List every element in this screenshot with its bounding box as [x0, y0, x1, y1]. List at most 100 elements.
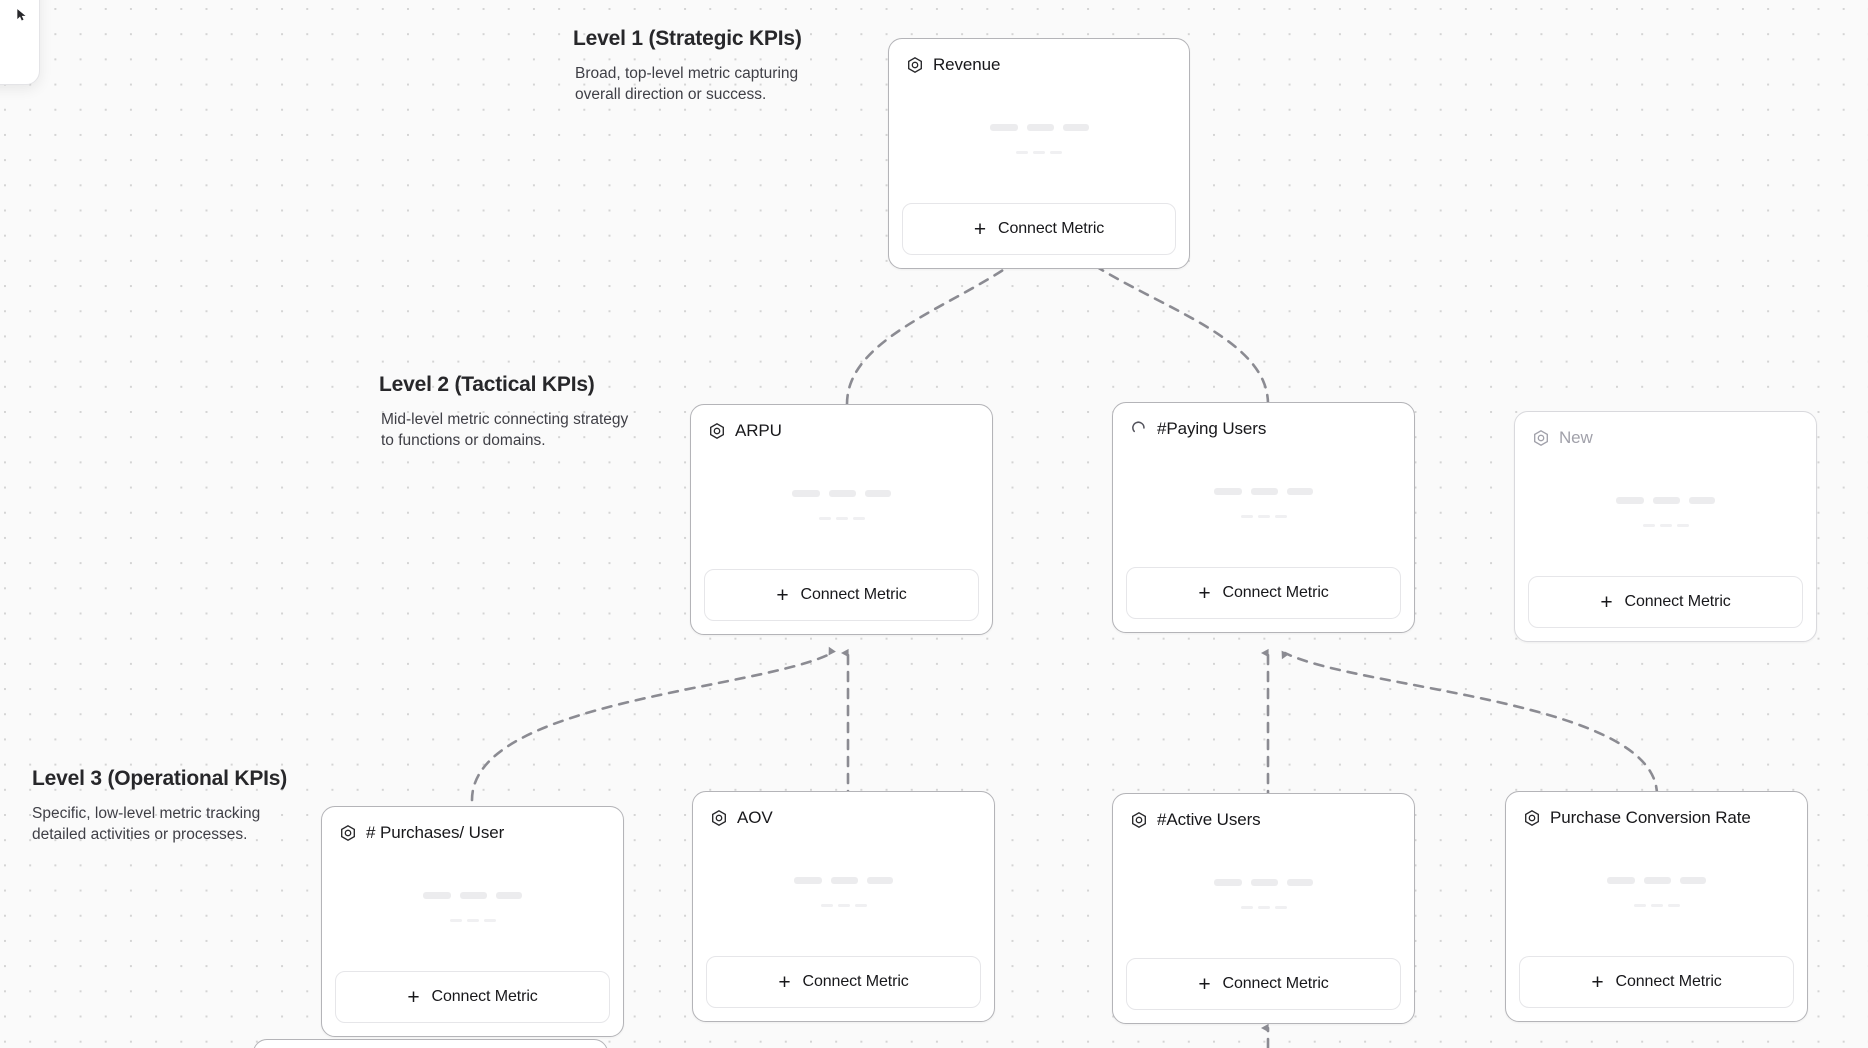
skeleton-row-primary [1214, 488, 1313, 495]
card-title: #Paying Users [1157, 419, 1267, 438]
card-skeleton-body [335, 843, 610, 971]
skeleton-bar [1257, 906, 1270, 909]
card-skeleton-body [706, 828, 981, 956]
card-header: # Purchases/ User [335, 821, 610, 843]
skeleton-bar [1667, 904, 1680, 907]
plus-icon: + [778, 970, 791, 994]
metric-card-paying-users[interactable]: #Paying Users + Connect Metric [1112, 402, 1415, 633]
connect-metric-button[interactable]: + Connect Metric [1126, 567, 1401, 619]
plus-icon: + [1198, 972, 1211, 996]
connect-metric-label: Connect Metric [1615, 973, 1722, 990]
skeleton-row-primary [794, 877, 893, 884]
connect-metric-label: Connect Metric [1222, 584, 1329, 601]
level-2-group: Level 2 (Tactical KPIs) Mid-level metric… [379, 373, 631, 452]
hexagon-metric-icon [1532, 429, 1550, 447]
plus-icon: + [1198, 581, 1211, 605]
card-title: Revenue [933, 55, 1001, 74]
skeleton-bar [466, 919, 479, 922]
plus-icon: + [973, 217, 986, 241]
connect-metric-button[interactable]: + Connect Metric [706, 956, 981, 1008]
card-title: Purchase Conversion Rate [1550, 808, 1751, 827]
skeleton-bar [818, 517, 831, 520]
metric-card-active-users[interactable]: #Active Users + Connect Metric [1112, 793, 1415, 1024]
metric-card-purchase-conversion-rate[interactable]: Purchase Conversion Rate + Connect Metri… [1505, 791, 1808, 1022]
hexagon-metric-icon [1130, 811, 1148, 829]
skeleton-row-primary [792, 490, 891, 497]
card-header: Purchase Conversion Rate [1519, 806, 1794, 828]
connect-metric-button[interactable]: + Connect Metric [1528, 576, 1803, 628]
metric-card-partial-bottom[interactable] [253, 1039, 608, 1048]
connect-metric-label: Connect Metric [802, 973, 909, 990]
card-header: ARPU [704, 419, 979, 441]
skeleton-bar [837, 904, 850, 907]
level-1-description: Broad, top-level metric capturing overal… [575, 65, 799, 104]
skeleton-bar [831, 877, 858, 884]
connect-metric-label: Connect Metric [1222, 975, 1329, 992]
skeleton-bar [1642, 524, 1655, 527]
skeleton-bar [835, 517, 848, 520]
skeleton-bar [854, 904, 867, 907]
card-skeleton-body [704, 441, 979, 569]
card-skeleton-body [902, 75, 1176, 203]
skeleton-bar [1050, 151, 1062, 154]
skeleton-bar [989, 124, 1018, 131]
skeleton-bar [1287, 879, 1313, 886]
connect-metric-button[interactable]: + Connect Metric [704, 569, 979, 621]
hexagon-metric-icon [710, 809, 728, 827]
connect-metric-button[interactable]: + Connect Metric [1126, 958, 1401, 1010]
plus-icon: + [407, 985, 420, 1009]
skeleton-bar [867, 877, 893, 884]
card-skeleton-body [1528, 448, 1803, 576]
hexagon-metric-icon [1523, 809, 1541, 827]
level-1-title: Level 1 (Strategic KPIs) [573, 27, 802, 50]
card-skeleton-body [1126, 830, 1401, 958]
skeleton-bar [1607, 877, 1635, 884]
level-1-group: Level 1 (Strategic KPIs) Broad, top-leve… [573, 27, 825, 106]
skeleton-bar [1274, 515, 1287, 518]
card-title: ARPU [735, 421, 782, 440]
card-header: #Active Users [1126, 808, 1401, 830]
connect-metric-button[interactable]: + Connect Metric [902, 203, 1176, 255]
spinner-icon [1130, 420, 1148, 438]
skeleton-bar [1689, 497, 1715, 504]
metric-card-new[interactable]: New + Connect Metric [1514, 411, 1817, 642]
card-header: New [1528, 426, 1803, 448]
metric-card-revenue[interactable]: Revenue + Connect Metric [888, 38, 1190, 269]
connect-metric-button[interactable]: + Connect Metric [1519, 956, 1794, 1008]
skeleton-bar [1240, 515, 1253, 518]
hexagon-metric-icon [339, 824, 357, 842]
metric-card-aov[interactable]: AOV + Connect Metric [692, 791, 995, 1022]
level-3-description: Specific, low-level metric tracking deta… [32, 805, 261, 844]
cursor-pointer-icon [15, 8, 28, 21]
edge-purchases-arpu [470, 646, 836, 802]
skeleton-bar [865, 490, 891, 497]
floating-toolbar-panel[interactable] [0, 0, 40, 85]
skeleton-row-secondary [1016, 151, 1062, 154]
connect-metric-button[interactable]: + Connect Metric [335, 971, 610, 1023]
skeleton-bar [829, 490, 856, 497]
plus-icon: + [776, 583, 789, 607]
skeleton-row-primary [1607, 877, 1706, 884]
skeleton-bar [794, 877, 822, 884]
skeleton-bar [496, 892, 522, 899]
card-title: #Active Users [1157, 810, 1261, 829]
skeleton-row-secondary [1240, 515, 1287, 518]
skeleton-bar [1062, 124, 1089, 131]
skeleton-bar [1659, 524, 1672, 527]
card-skeleton-body [1126, 439, 1401, 567]
card-header: #Paying Users [1126, 417, 1401, 439]
skeleton-bar [1033, 151, 1045, 154]
metric-card-arpu[interactable]: ARPU + Connect Metric [690, 404, 993, 635]
level-2-description: Mid-level metric connecting strategy to … [381, 411, 629, 450]
edge-pcr-paying [1281, 650, 1659, 797]
skeleton-bar [1680, 877, 1706, 884]
skeleton-bar [1214, 488, 1242, 495]
skeleton-bar [1274, 906, 1287, 909]
level-2-title: Level 2 (Tactical KPIs) [379, 373, 595, 396]
skeleton-bar [460, 892, 487, 899]
metric-card-purchases-per-user[interactable]: # Purchases/ User + Connect Metric [321, 806, 624, 1037]
card-header: AOV [706, 806, 981, 828]
level-3-group: Level 3 (Operational KPIs) Specific, low… [32, 767, 287, 846]
skeleton-row-primary [423, 892, 522, 899]
